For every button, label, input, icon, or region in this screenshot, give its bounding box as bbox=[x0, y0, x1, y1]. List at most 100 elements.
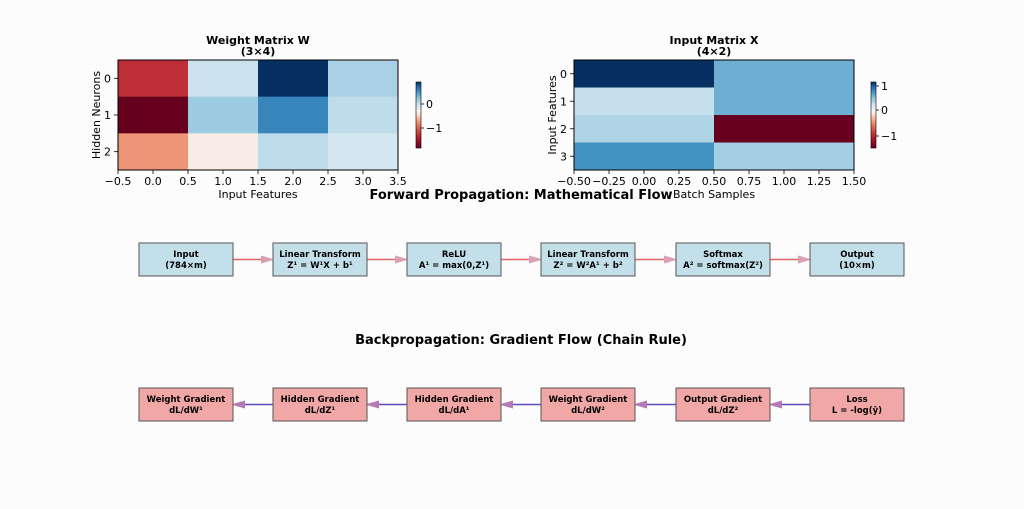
weight-matrix-title: Weight Matrix W bbox=[206, 34, 310, 47]
forward-section-title: Forward Propagation: Mathematical Flow bbox=[369, 188, 672, 203]
forward-box-1-formula: Z¹ = W¹X + b¹ bbox=[287, 261, 353, 271]
weight-xtick-label: 1.5 bbox=[249, 175, 267, 188]
input-matrix-cells bbox=[574, 60, 855, 171]
weight-cell-r0-c3 bbox=[328, 60, 399, 98]
input-colorbar-tick-2: −1 bbox=[881, 130, 897, 143]
forward-box-3-formula: Z² = W²A¹ + b² bbox=[553, 261, 622, 271]
input-colorbar-tick-0: 1 bbox=[881, 80, 888, 93]
backward-arrow-1 bbox=[365, 400, 407, 409]
input-xtick-label: 1.00 bbox=[772, 175, 797, 188]
forward-box-2-title: ReLU bbox=[442, 250, 466, 260]
forward-arrow-2 bbox=[501, 255, 543, 264]
input-cell-r1-c0 bbox=[574, 87, 715, 116]
backward-section-title: Backpropagation: Gradient Flow (Chain Ru… bbox=[355, 333, 687, 348]
weight-xtick-label: 0.5 bbox=[179, 175, 197, 188]
input-xtick-label: 0.50 bbox=[702, 175, 727, 188]
backward-arrow-0 bbox=[231, 400, 273, 409]
input-ytick-label: 0 bbox=[560, 68, 567, 81]
forward-box-0: Input(784×m) bbox=[138, 242, 234, 277]
input-matrix-yticks: 0 1 2 3 bbox=[560, 68, 574, 163]
weight-cell-r0-c2 bbox=[258, 60, 329, 98]
weight-matrix-subtitle: (3×4) bbox=[241, 45, 276, 58]
weight-cell-r1-c3 bbox=[328, 96, 399, 134]
input-xtick-label: −0.50 bbox=[557, 175, 591, 188]
forward-arrow-0 bbox=[233, 255, 275, 264]
weight-xtick-label: 2.0 bbox=[284, 175, 302, 188]
input-ytick-label: 2 bbox=[560, 123, 567, 136]
backward-box-4-title: Output Gradient bbox=[684, 395, 762, 405]
input-xtick-label: 0.75 bbox=[737, 175, 762, 188]
input-cell-r0-c1 bbox=[714, 60, 855, 88]
backward-box-3-formula: dL/dW² bbox=[571, 406, 605, 416]
forward-box-3-title: Linear Transform bbox=[547, 250, 629, 260]
weight-ytick-label: 0 bbox=[104, 72, 111, 85]
forward-arrow-3 bbox=[635, 255, 678, 264]
weight-matrix-yticks: 0 1 2 bbox=[104, 72, 118, 159]
weight-cell-r2-c0 bbox=[118, 133, 189, 171]
weight-matrix-xlabel: Input Features bbox=[218, 188, 298, 201]
forward-box-0-formula: (784×m) bbox=[165, 261, 207, 271]
input-cell-r0-c0 bbox=[574, 60, 715, 88]
input-cell-r1-c1 bbox=[714, 87, 855, 116]
weight-cell-r0-c1 bbox=[188, 60, 259, 98]
backward-box-1-formula: dL/dZ¹ bbox=[305, 406, 336, 416]
backward-box-1-title: Hidden Gradient bbox=[281, 395, 360, 405]
input-ytick-label: 1 bbox=[560, 95, 567, 108]
forward-arrow-1 bbox=[367, 255, 409, 264]
weight-cell-r1-c1 bbox=[188, 96, 259, 134]
weight-cell-r2-c2 bbox=[258, 133, 329, 171]
weight-xtick-label: −0.5 bbox=[105, 175, 132, 188]
input-xtick-label: 0.25 bbox=[667, 175, 692, 188]
weight-cell-r1-c2 bbox=[258, 96, 329, 134]
input-colorbar-tick-1: 0 bbox=[881, 104, 888, 117]
backward-box-3-title: Weight Gradient bbox=[549, 395, 628, 405]
weight-matrix-ylabel: Hidden Neurons bbox=[90, 71, 103, 159]
input-matrix-ylabel: Input Features bbox=[546, 75, 559, 155]
weight-ytick-label: 2 bbox=[104, 146, 111, 159]
input-matrix-subtitle: (4×2) bbox=[697, 45, 732, 58]
forward-box-5: Output(10×m) bbox=[809, 242, 905, 277]
forward-box-2-formula: A¹ = max(0,Z¹) bbox=[419, 261, 489, 271]
forward-box-5-title: Output bbox=[840, 250, 874, 260]
weight-xtick-label: 3.5 bbox=[389, 175, 407, 188]
weight-colorbar-tick-1: −1 bbox=[426, 122, 442, 135]
weight-cell-r2-c1 bbox=[188, 133, 259, 171]
input-cell-r2-c0 bbox=[574, 115, 715, 143]
forward-box-4-formula: A² = softmax(Z²) bbox=[683, 261, 763, 271]
backward-box-2-title: Hidden Gradient bbox=[415, 395, 494, 405]
input-xtick-label: −0.25 bbox=[592, 175, 626, 188]
weight-xtick-label: 2.5 bbox=[319, 175, 337, 188]
weight-xtick-label: 1.0 bbox=[214, 175, 232, 188]
backward-box-2-formula: dL/dA¹ bbox=[439, 406, 470, 416]
input-xtick-label: 1.25 bbox=[807, 175, 832, 188]
weight-matrix-colorbar bbox=[415, 81, 422, 149]
weight-ytick-label: 1 bbox=[104, 109, 111, 122]
weight-matrix-cells bbox=[118, 60, 399, 171]
input-cell-r2-c1 bbox=[714, 115, 855, 143]
input-matrix-colorbar bbox=[870, 81, 877, 149]
forward-box-5-formula: (10×m) bbox=[839, 261, 875, 271]
input-ytick-label: 3 bbox=[560, 150, 567, 163]
forward-arrow-4 bbox=[770, 255, 812, 264]
input-matrix-xlabel: Batch Samples bbox=[673, 188, 755, 201]
backward-box-5-formula: L = -log(ŷ) bbox=[832, 406, 882, 416]
weight-xtick-label: 3.0 bbox=[354, 175, 372, 188]
backward-box-0-formula: dL/dW¹ bbox=[169, 406, 203, 416]
input-xtick-label: 0.00 bbox=[632, 175, 657, 188]
forward-box-0-title: Input bbox=[173, 250, 198, 260]
backward-arrow-3 bbox=[633, 400, 676, 409]
weight-cell-r1-c0 bbox=[118, 96, 189, 134]
